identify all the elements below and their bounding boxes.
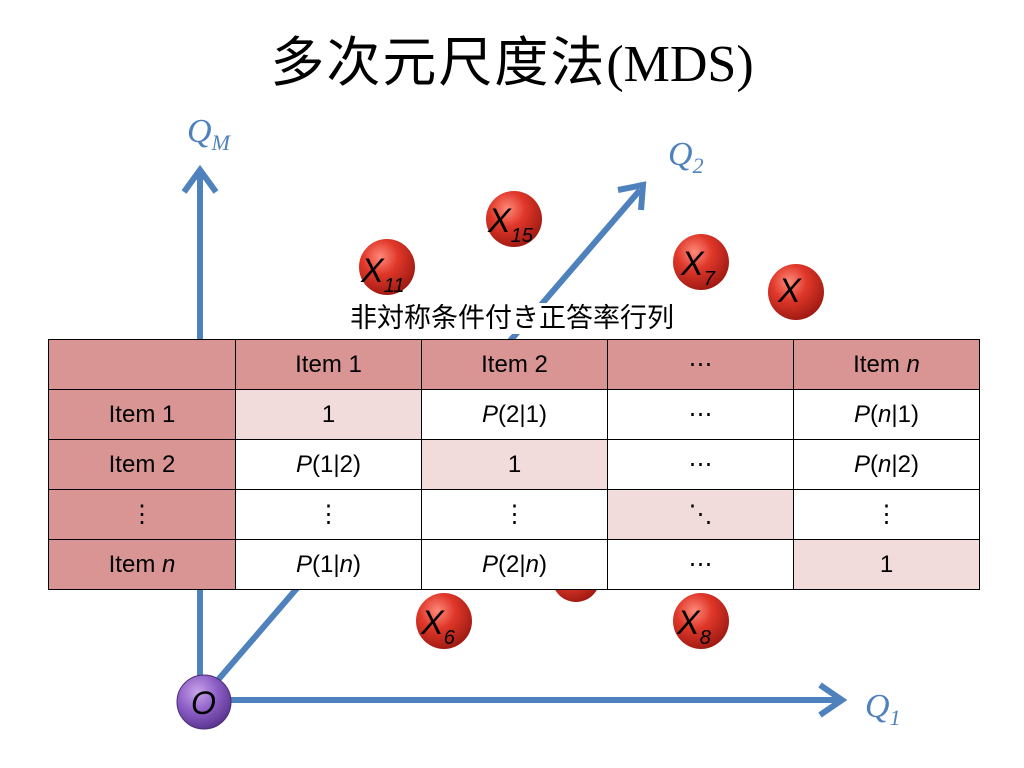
svg-text:X6: X6 — [420, 604, 456, 649]
header-ellipsis: ⋯ — [607, 339, 794, 390]
point-x7: X7 — [673, 234, 729, 290]
title-ascii: (MDS) — [606, 36, 754, 93]
table-caption: 非対称条件付き正答率行列 — [0, 296, 1024, 335]
table-cell: ⋯ — [607, 439, 794, 490]
axis-label-q1: Q1 — [865, 688, 901, 730]
svg-text:X15: X15 — [487, 202, 534, 247]
row-header: ⋮ — [48, 489, 236, 540]
table-cell: 1 — [235, 389, 422, 440]
svg-text:X: X — [777, 272, 802, 310]
table-cell: ⋯ — [607, 389, 794, 440]
table-cell: P(1|n) — [235, 539, 422, 590]
origin-point: O — [176, 674, 232, 730]
svg-text:X11: X11 — [360, 252, 404, 297]
axis-label-q2: Q2 — [668, 136, 704, 178]
point-x8: X8 — [673, 593, 729, 649]
header-item-n: Item n — [793, 339, 980, 390]
table-cell: ⋮ — [235, 489, 422, 540]
header-item-2: Item 2 — [421, 339, 608, 390]
svg-text:X7: X7 — [680, 245, 716, 290]
header-item-1: Item 1 — [235, 339, 422, 390]
point-x15: X15 — [486, 191, 542, 247]
axis-q1 — [210, 682, 848, 718]
conditional-probability-matrix: Item 1 Item 2 ⋯ Item n Item 1 1 P(2|1) ⋯… — [48, 339, 980, 590]
table-row: ⋮ ⋮ ⋮ ⋱ ⋮ — [48, 489, 980, 540]
table-row: Item 2 P(1|2) 1 ⋯ P(n|2) — [48, 439, 980, 490]
header-corner — [48, 339, 236, 390]
svg-text:O: O — [191, 685, 216, 721]
table-row: Item 1 1 P(2|1) ⋯ P(n|1) — [48, 389, 980, 440]
point-x6: X6 — [416, 593, 472, 649]
point-x-partial: X — [768, 264, 824, 320]
table-cell: P(n|2) — [793, 439, 980, 490]
table-row: Item n P(1|n) P(2|n) ⋯ 1 — [48, 539, 980, 590]
axis-label-qm: QM — [187, 113, 232, 155]
row-header: Item n — [48, 539, 236, 590]
svg-text:X8: X8 — [676, 604, 711, 649]
slide-title: 多次元尺度法(MDS) — [0, 18, 1024, 97]
table-header-row: Item 1 Item 2 ⋯ Item n — [48, 339, 980, 390]
table-cell: ⋮ — [793, 489, 980, 540]
table-cell: ⋮ — [421, 489, 608, 540]
table-cell: ⋯ — [607, 539, 794, 590]
table-cell: P(2|n) — [421, 539, 608, 590]
point-x11: X11 — [359, 239, 415, 297]
table-cell: P(2|1) — [421, 389, 608, 440]
table-cell: 1 — [793, 539, 980, 590]
table-cell: ⋱ — [607, 489, 794, 540]
title-cjk: 多次元尺度法 — [270, 31, 607, 94]
row-header: Item 1 — [48, 389, 236, 440]
row-header: Item 2 — [48, 439, 236, 490]
table-cell: P(n|1) — [793, 389, 980, 440]
table-cell: 1 — [421, 439, 608, 490]
table-cell: P(1|2) — [235, 439, 422, 490]
